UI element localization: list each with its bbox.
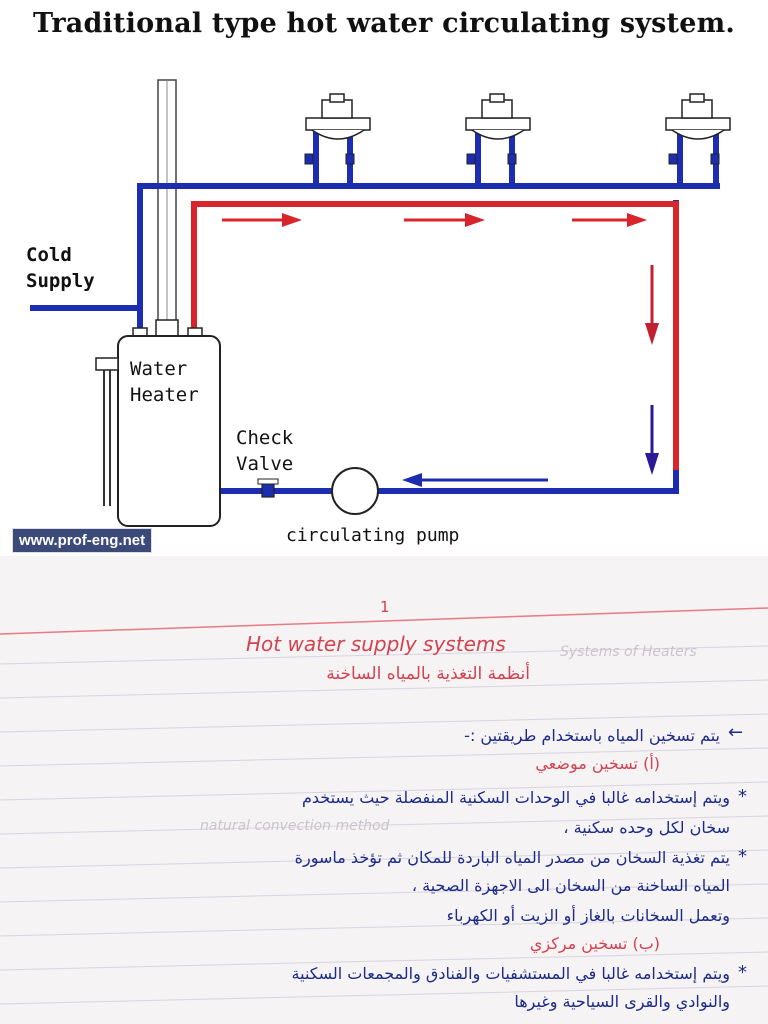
heading-arabic: أنظمة التغذية بالمياه الساخنة: [326, 664, 530, 684]
bullet-3-marker: *: [738, 962, 747, 983]
bullet-2-line-1: يتم تغذية السخان من مصدر المياه الباردة …: [294, 848, 730, 867]
bullet-2-marker: *: [738, 846, 747, 867]
cold-supply-pipe: [30, 183, 720, 311]
section-b-heading: (ب) تسخين مركزي: [529, 934, 660, 953]
flow-arrow-4: [645, 265, 659, 345]
bullet-2-line-3: وتعمل السخانات بالغاز أو الزيت أو الكهرب…: [446, 906, 730, 925]
bullet-1-marker: *: [738, 786, 747, 807]
bullet-3-line-2: والنوادي والقرى السياحية وغيرها: [514, 992, 730, 1011]
hot-supply-pipe: [191, 201, 679, 470]
diagram-drawing: [30, 79, 731, 527]
flow-arrow-6: [402, 473, 548, 487]
diagram-title: Traditional type hot water circulating s…: [33, 8, 735, 39]
flow-arrow-3: [572, 213, 647, 227]
bleed-through-text-1: Systems of Heaters: [560, 644, 697, 660]
fixture-2: [465, 93, 531, 186]
check-valve: [257, 478, 279, 498]
bleed-through-text-2: natural convection method: [200, 818, 390, 834]
page-number: 1: [380, 598, 390, 616]
fixture-1: [304, 93, 371, 186]
water-heater-label-1: Water: [130, 358, 188, 380]
circulating-pump: [331, 467, 379, 515]
intro-arrow: ←: [728, 722, 744, 743]
return-pipe-right: [378, 200, 679, 494]
check-valve-label-2: Valve: [236, 453, 294, 475]
cold-supply-label-2: Supply: [26, 270, 95, 292]
watermark-link[interactable]: www.prof-eng.net: [12, 528, 153, 553]
bullet-3-line-1: ويتم إستخدامه غالبا في المستشفيات والفنا…: [291, 964, 730, 983]
handwritten-notes-page: Systems of Heaters natural convection me…: [0, 556, 768, 1024]
flow-arrow-5: [645, 405, 659, 475]
water-heater-label-2: Heater: [130, 384, 199, 406]
fixture-3: [665, 93, 731, 186]
bullet-1-line-2: سخان لكل وحده سكنية ،: [563, 818, 730, 837]
ruled-lines: [0, 607, 768, 1005]
hot-water-circulation-diagram: Traditional type hot water circulating s…: [12, 8, 735, 553]
flow-arrow-1: [222, 213, 302, 227]
flow-arrow-2: [404, 213, 485, 227]
section-a-heading: (أ) تسخين موضعي: [535, 754, 660, 773]
bullet-2-line-2: المياه الساخنة من السخان الى الاجهزة الص…: [411, 876, 730, 895]
cold-supply-label-1: Cold: [26, 244, 72, 266]
intro-text: يتم تسخين المياه باستخدام طريقتين :-: [464, 726, 720, 745]
circulating-pump-label: circulating pump: [286, 525, 460, 546]
bullet-1-line-1: ويتم إستخدامه غالبا في الوحدات السكنية ا…: [301, 788, 730, 807]
check-valve-label-1: Check: [236, 427, 294, 449]
heading-english: Hot water supply systems: [246, 632, 506, 656]
water-heater: [95, 319, 221, 527]
